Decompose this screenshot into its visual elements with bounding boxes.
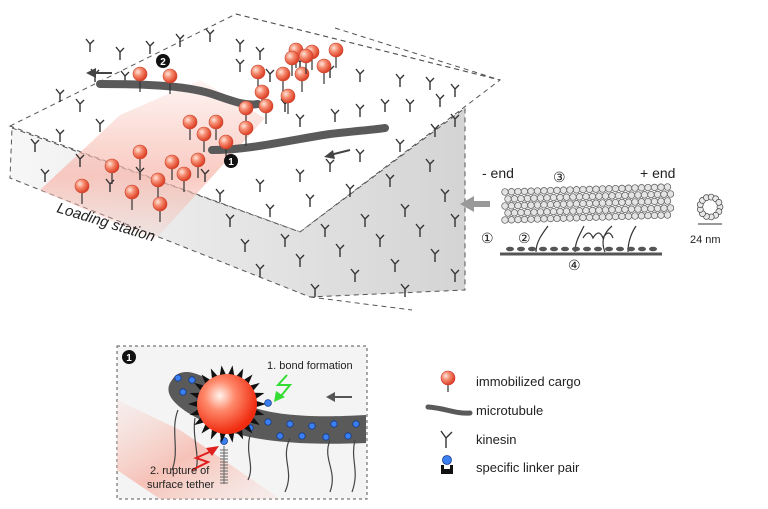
svg-text:1: 1	[126, 353, 132, 364]
microtubule-1	[208, 124, 389, 154]
svg-text:specific linker pair: specific linker pair	[476, 460, 580, 475]
kinesin-field	[30, 28, 460, 297]
label-1: ①	[481, 230, 494, 246]
legend-item-linker: specific linker pair	[441, 455, 580, 475]
callout-1: 1	[224, 154, 238, 168]
svg-text:1: 1	[228, 157, 234, 168]
arrow-left-2	[86, 68, 112, 78]
tubulin-lattice	[501, 183, 675, 224]
inset-kinesins	[171, 409, 356, 493]
loading-station-zone	[40, 80, 265, 240]
svg-text:immobilized cargo: immobilized cargo	[476, 374, 581, 389]
bond-formation-arrow	[274, 374, 293, 402]
svg-text:kinesin: kinesin	[476, 432, 516, 447]
side-diagram: - end + end ③ ① ② ④ 24 nm	[460, 165, 724, 273]
svg-text:microtubule: microtubule	[476, 403, 543, 418]
cargo-field	[74, 42, 344, 222]
cargo-icon	[440, 370, 456, 392]
minus-end-label: - end	[482, 165, 514, 181]
rupture-arrow	[191, 446, 219, 471]
microtubule-cross-section	[696, 193, 724, 221]
legend-item-microtubule: microtubule	[425, 403, 543, 418]
inset-number: 1	[122, 350, 136, 364]
label-4: ④	[568, 257, 581, 273]
inset-direction-arrow	[326, 392, 352, 402]
callout-2: 2	[156, 54, 170, 68]
arrow-left-1	[324, 149, 351, 159]
plus-end-label: + end	[640, 165, 675, 181]
bond-formation-label: 1. bond formation	[267, 360, 353, 372]
legend-item-kinesin: kinesin	[440, 430, 516, 448]
legend-item-cargo: immobilized cargo	[440, 370, 581, 392]
diameter-label: 24 nm	[690, 234, 721, 246]
legend: immobilized cargo microtubule kinesin sp…	[425, 370, 581, 475]
inset-panel: 1 1. bond formation	[116, 345, 368, 500]
rupture-label-line2: surface tether	[147, 479, 215, 491]
main-panel: Loading station 2 1	[8, 13, 502, 311]
svg-text:2: 2	[160, 57, 166, 68]
label-2: ②	[518, 230, 531, 246]
microtubule-icon	[425, 404, 473, 416]
base-linkers	[506, 246, 657, 252]
surface-plane-outline	[9, 106, 466, 298]
surface-plane	[10, 108, 465, 297]
kinesin-icon	[440, 430, 453, 448]
rupture-label-line1: 2. rupture of	[150, 465, 210, 477]
linker-pair-icon	[441, 455, 453, 474]
inset-cargo	[188, 365, 272, 443]
side-direction-arrow	[460, 196, 490, 212]
label-3: ③	[553, 169, 566, 185]
